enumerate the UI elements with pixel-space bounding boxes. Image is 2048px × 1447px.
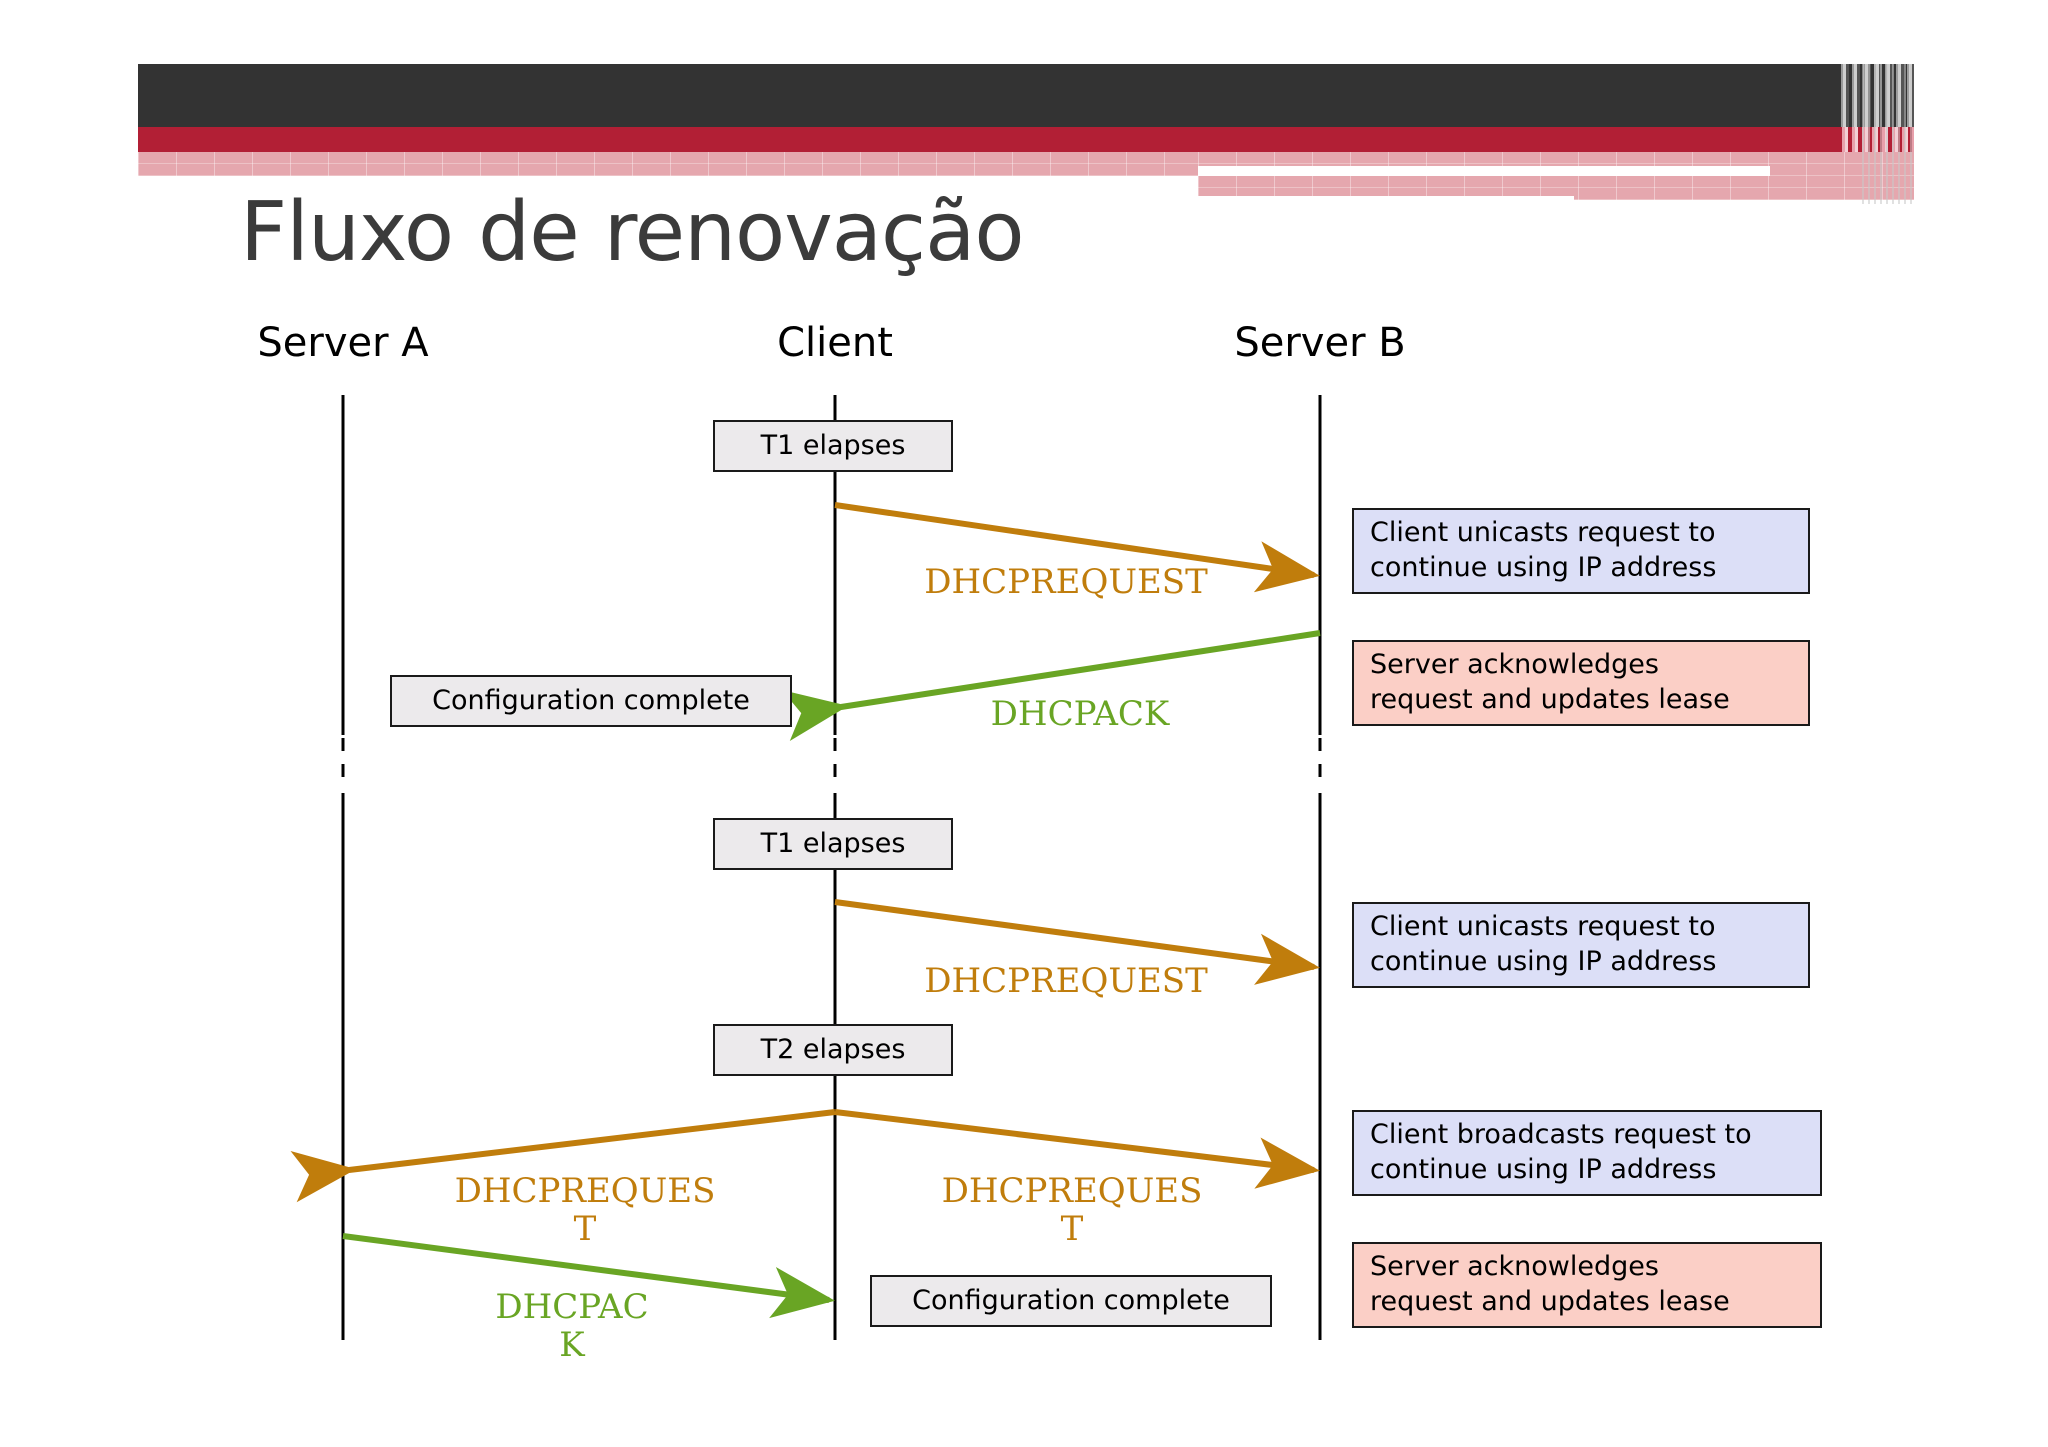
note-server-acknowledges-2: Server acknowledges request and updates … (1352, 1242, 1822, 1328)
label-dhcpack-2: DHCPAC K (495, 1287, 649, 1366)
note-client-unicasts-2: Client unicasts request to continue usin… (1352, 902, 1810, 988)
arrow-dhcprequest-1 (834, 502, 1320, 593)
lane-header-server-b: Server B (1234, 320, 1406, 366)
arrow-dhcprequest-2 (834, 899, 1320, 985)
header-white-gap-2 (1198, 196, 1574, 204)
label-dhcpack-1: DHCPACK (990, 694, 1170, 734)
arrow-dhcprequest-broadcast-right (834, 1109, 1320, 1189)
note-client-broadcasts: Client broadcasts request to continue us… (1352, 1110, 1822, 1196)
state-box-configuration-complete-1[interactable]: Configuration complete (390, 675, 792, 727)
label-dhcprequest-1: DHCPREQUEST (924, 562, 1208, 602)
page-title: Fluxo de renovação (240, 185, 1025, 280)
header-dark-bar (138, 64, 1914, 127)
label-dhcprequest-broadcast-left: DHCPREQUES T (454, 1171, 716, 1250)
state-box-t2-elapses[interactable]: T2 elapses (713, 1024, 953, 1076)
arrow-dhcpack-2 (342, 1233, 835, 1319)
state-box-t1-elapses-2[interactable]: T1 elapses (713, 818, 953, 870)
state-box-t1-elapses-1[interactable]: T1 elapses (713, 420, 953, 472)
header-pink-bar-left (138, 152, 1198, 176)
state-box-configuration-complete-2[interactable]: Configuration complete (870, 1275, 1272, 1327)
note-client-unicasts-1: Client unicasts request to continue usin… (1352, 508, 1810, 594)
header-right-edge-fade (1862, 64, 1914, 204)
lane-header-client: Client (777, 320, 893, 366)
header-white-gap-1 (1198, 166, 1770, 176)
label-dhcprequest-2: DHCPREQUEST (924, 961, 1208, 1001)
lane-header-server-a: Server A (257, 320, 429, 366)
arrow-dhcpack-1 (781, 630, 1321, 742)
arrow-dhcprequest-broadcast-left (290, 1109, 836, 1203)
note-server-acknowledges-1: Server acknowledges request and updates … (1352, 640, 1810, 726)
label-dhcprequest-broadcast-right: DHCPREQUES T (941, 1171, 1203, 1250)
